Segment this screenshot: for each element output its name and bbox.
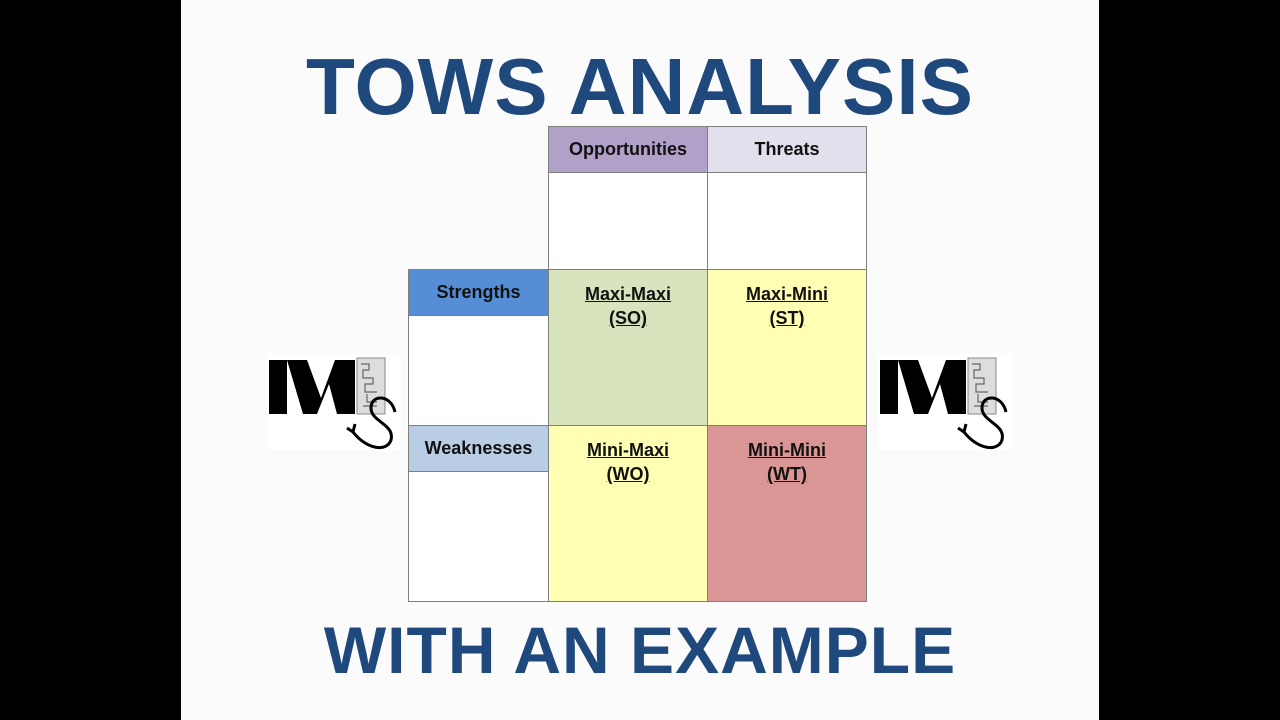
quadrant-wo: Mini-Maxi (WO) — [548, 425, 708, 602]
header-opportunities: Opportunities — [548, 126, 708, 173]
strengths-list-cell — [408, 315, 549, 426]
quadrant-so-name: Maxi-Maxi — [584, 284, 672, 304]
ms-logo-left — [267, 354, 401, 450]
header-weaknesses: Weaknesses — [408, 425, 549, 472]
ms-logo-icon — [880, 357, 1008, 449]
quadrant-st: Maxi-Mini (ST) — [707, 269, 867, 426]
quadrant-wt-name: Mini-Mini — [748, 440, 826, 460]
quadrant-wo-code: (WO) — [606, 464, 650, 484]
quadrant-wt: Mini-Mini (WT) — [707, 425, 867, 602]
quadrant-so-code: (SO) — [609, 308, 647, 328]
header-threats: Threats — [707, 126, 867, 173]
header-strengths: Strengths — [408, 269, 549, 316]
ms-logo-right — [878, 354, 1012, 450]
page-subtitle: WITH AN EXAMPLE — [323, 613, 957, 687]
page-title: TOWS ANALYSIS — [306, 42, 974, 131]
quadrant-wo-name: Mini-Maxi — [586, 440, 669, 460]
opportunities-list-cell — [548, 172, 708, 270]
ms-logo-icon — [269, 357, 397, 449]
quadrant-wt-code: (WT) — [767, 464, 807, 484]
quadrant-st-name: Maxi-Mini — [745, 284, 828, 304]
threats-list-cell — [707, 172, 867, 270]
quadrant-st-code: (ST) — [769, 308, 805, 328]
quadrant-so: Maxi-Maxi (SO) — [548, 269, 708, 426]
weaknesses-list-cell — [408, 471, 549, 602]
